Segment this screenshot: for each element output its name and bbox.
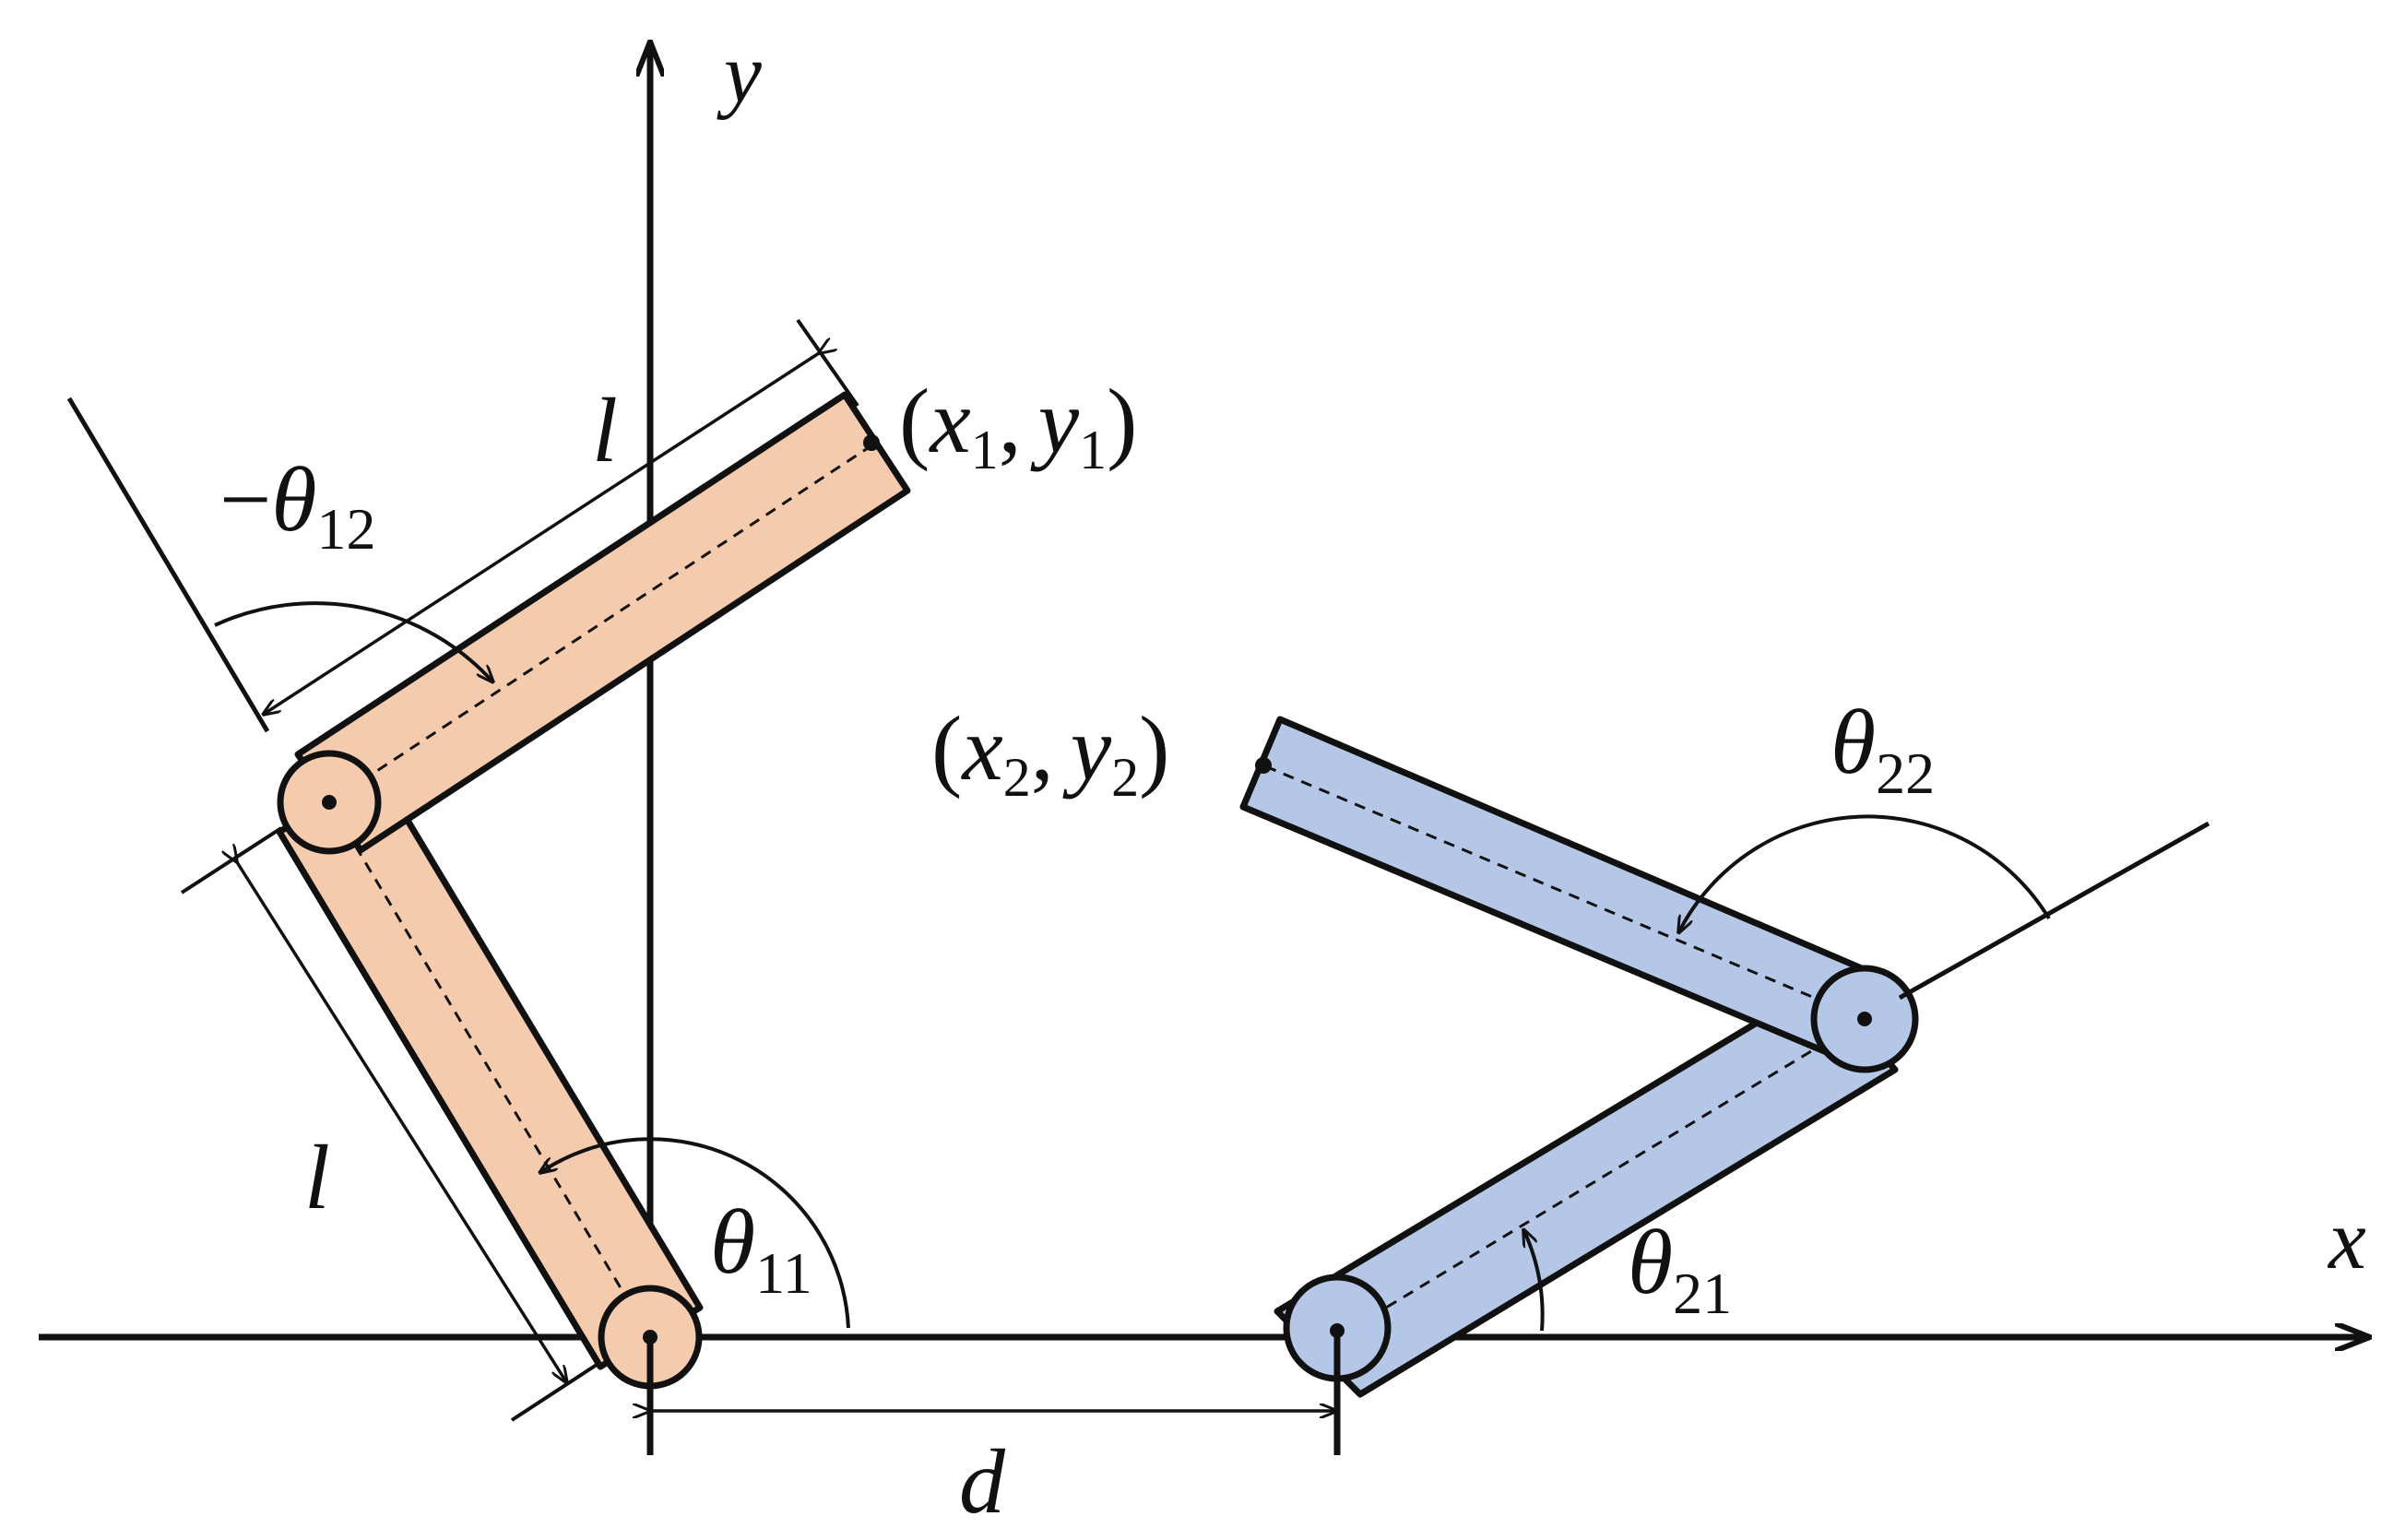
arm2 [1239,716,1919,1398]
arm2-link2-centerline [1262,764,1866,1021]
y-axis-label: y [717,26,762,120]
x-axis-label: x [2327,1192,2366,1286]
arm2-elbow-point [1857,1012,1872,1026]
arm1-link1-length-label: l [304,1126,330,1228]
arm2-base-point [1330,1323,1345,1338]
theta21-arc [1523,1229,1545,1332]
arm1-link1-centerline [327,801,652,1338]
arm1-tip-point [863,434,880,451]
theta22-arc [1678,814,2051,933]
arm2-link1-centerline [1336,1017,1866,1339]
arm1-dimension-ext-base [510,1361,601,1422]
arm1-link2-length-dimension [263,353,819,715]
theta11-label: θ11 [710,1191,812,1306]
base-distance-label: d [959,1430,1006,1533]
theta11-arc [539,1137,850,1329]
arm1-link1-extension-line [66,397,270,733]
arm1-elbow-point [322,795,337,810]
arm1-tip-coordinate-label: (x1,y1) [899,370,1137,480]
theta22-label: θ22 [1830,691,1935,806]
arm1-link1-length-dimension [237,862,567,1383]
arm2-tip-point [1255,757,1272,774]
arm2-tip-coordinate-label: (x2,y2) [931,697,1169,808]
arm1-link2-length-label: l [592,379,618,481]
arm1-dimension-ext-elbow [180,826,283,894]
theta12-arc [214,601,493,682]
arm2-link2 [1239,716,1887,1064]
arm2-link1-extension-line [1898,821,2210,1001]
theta12-label: −θ12 [219,448,376,562]
theta21-label: θ21 [1628,1211,1732,1326]
